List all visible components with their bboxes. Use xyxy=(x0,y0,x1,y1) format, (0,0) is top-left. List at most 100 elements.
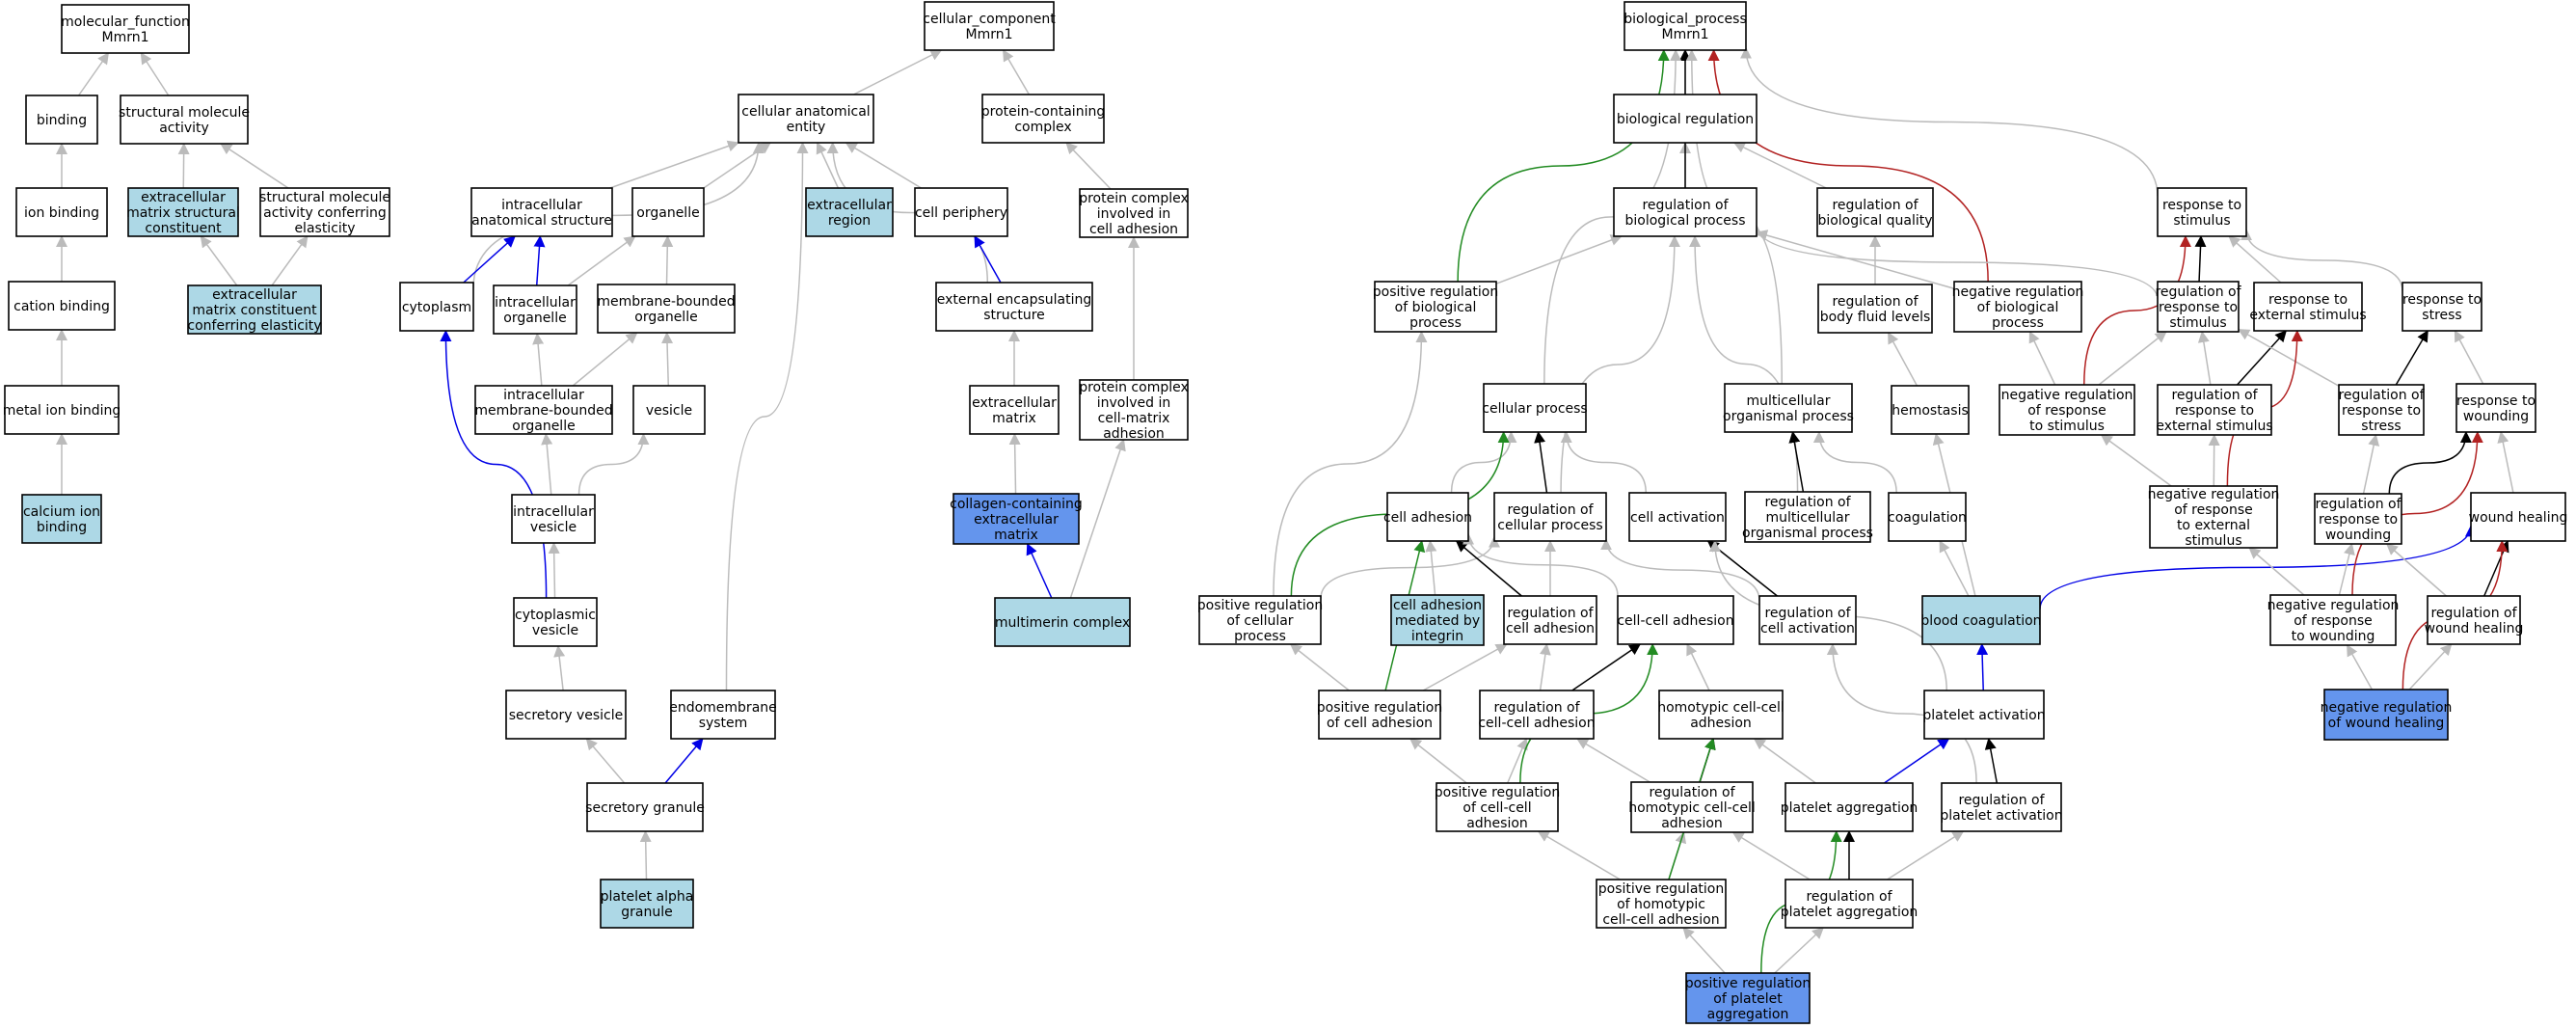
node-label-line: positive regulation xyxy=(1373,284,1498,300)
node-label-line: cytoplasmic xyxy=(515,608,596,623)
node-platagg[interactable]: platelet aggregation xyxy=(1781,782,1919,832)
node-cationbinding[interactable]: cation binding xyxy=(8,281,116,331)
node-platact[interactable]: platelet activation xyxy=(1922,690,2046,740)
edge-is-a-prhcca-to-prcca xyxy=(1537,830,1621,880)
edge-is-a-ccadh-to-celladh xyxy=(1462,532,1619,597)
edge-is-a-prbp-to-rbp xyxy=(1495,234,1623,284)
node-bioreg[interactable]: biological regulation xyxy=(1613,94,1758,144)
node-woundheal[interactable]: wound healing xyxy=(2469,492,2568,542)
edge-part-of-secgran-to-endomem xyxy=(664,738,704,784)
node-organelle[interactable]: organelle xyxy=(631,187,705,237)
node-label-line: negative regulation xyxy=(1952,284,2084,300)
node-label-line: cell adhesion xyxy=(1393,598,1482,613)
node-box-rcact xyxy=(1758,595,1857,645)
node-multimerin[interactable]: multimerin complex xyxy=(994,597,1131,647)
node-cellproc[interactable]: cellular process xyxy=(1482,383,1588,433)
node-secgran[interactable]: secretory granule xyxy=(585,782,705,832)
edge-is-a-cae-to-cc xyxy=(853,49,943,95)
node-ccadh[interactable]: cell-cell adhesion xyxy=(1617,595,1734,645)
node-coag[interactable]: coagulation xyxy=(1888,492,1967,542)
edge-is-a-nrbp-to-rbp xyxy=(1756,230,1955,289)
node-bloodcoag[interactable]: blood coagulation xyxy=(1920,595,2042,645)
edge-is-a-pcica-to-pcc xyxy=(1065,142,1112,190)
node-box-rbq xyxy=(1816,187,1934,237)
node-cellact[interactable]: cell activation xyxy=(1628,492,1727,542)
node-ionbinding[interactable]: ion binding xyxy=(15,187,108,237)
node-label-line: regulation of xyxy=(1764,495,1851,510)
node-cytoplasm[interactable]: cytoplasm xyxy=(399,282,474,332)
node-celladh[interactable]: cell adhesion xyxy=(1383,492,1472,542)
edge-is-a-camint-to-celladh xyxy=(1425,540,1437,596)
node-hemostasis[interactable]: hemostasis xyxy=(1891,385,1970,435)
node-periphery[interactable]: cell periphery xyxy=(914,187,1008,237)
node-vesicle[interactable]: vesicle xyxy=(632,385,706,435)
node-metalion[interactable]: metal ion binding xyxy=(3,385,121,435)
edge-is-a-coag-to-mop xyxy=(1812,431,1897,494)
edge-is-a-ecmce-to-smace xyxy=(271,235,309,286)
node-secves[interactable]: secretory vesicle xyxy=(505,690,627,740)
node-box-multimerin xyxy=(994,597,1131,647)
node-label-line: biological_process xyxy=(1623,12,1747,27)
node-binding[interactable]: binding xyxy=(25,95,98,145)
node-label-line: positive regulation xyxy=(1317,700,1442,716)
